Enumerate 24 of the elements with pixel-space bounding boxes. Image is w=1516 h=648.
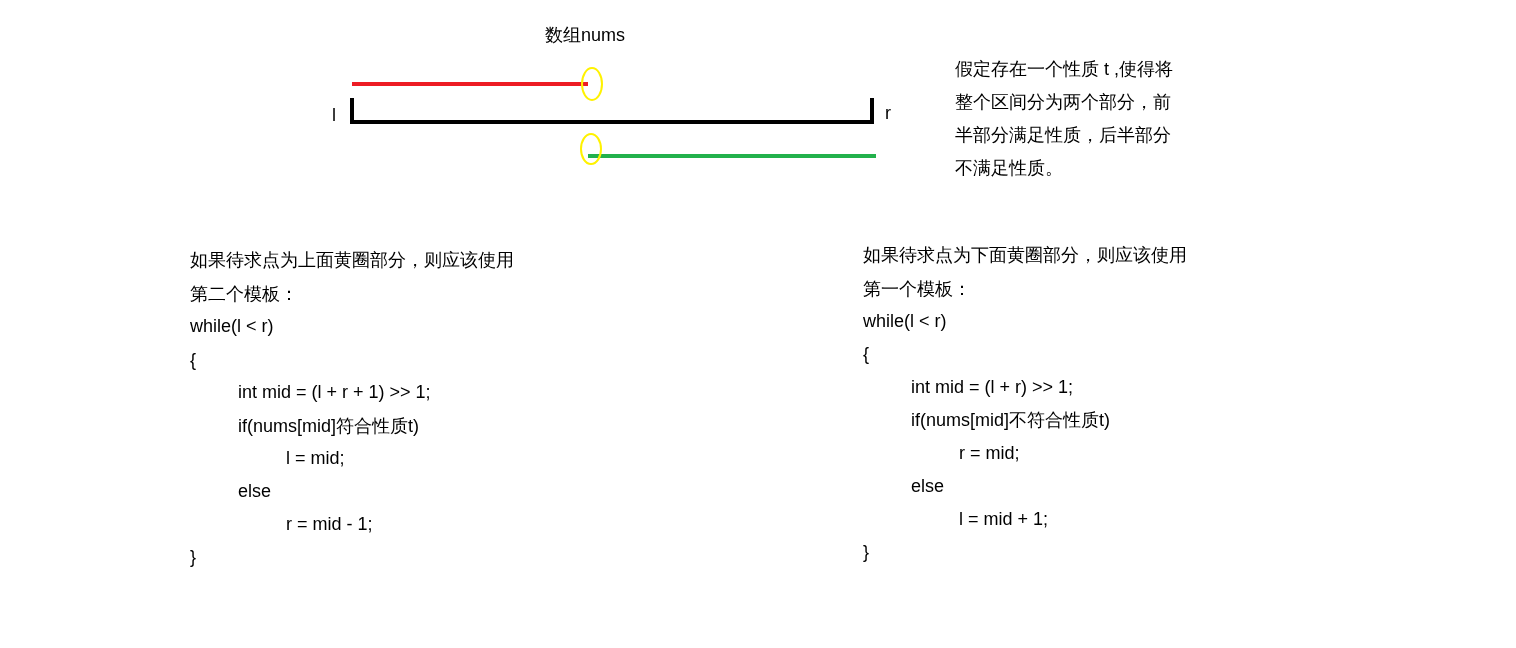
code-line: 第二个模板：	[190, 283, 298, 305]
code-line: }	[863, 541, 869, 563]
code-line: while(l < r)	[190, 315, 274, 337]
code-line: {	[190, 349, 196, 371]
code-line: int mid = (l + r) >> 1;	[911, 376, 1074, 398]
code-line: else	[238, 480, 272, 502]
note-text: 假定存在一个性质 t ,使得将整个区间分为两个部分，前半部分满足性质，后半部分不满足性质。	[955, 58, 1174, 180]
code-line: 如果待求点为上面黄圈部分，则应该使用	[190, 249, 514, 271]
code-line: {	[863, 343, 869, 365]
code-line: r = mid - 1;	[286, 513, 373, 535]
code-line: while(l < r)	[863, 310, 947, 332]
code-line: else	[911, 475, 945, 497]
code-line: }	[190, 546, 196, 568]
code-line: l = mid + 1;	[959, 508, 1049, 530]
code-line: l = mid;	[286, 447, 345, 469]
endpoint-label: r	[885, 102, 891, 124]
code-line: 如果待求点为下面黄圈部分，则应该使用	[863, 244, 1187, 266]
code-line: r = mid;	[959, 442, 1020, 464]
code-line: if(nums[mid]符合性质t)	[238, 415, 419, 437]
code-line: int mid = (l + r + 1) >> 1;	[238, 381, 431, 403]
code-line: 第一个模板：	[863, 278, 971, 300]
title: 数组nums	[545, 24, 625, 46]
code-line: if(nums[mid]不符合性质t)	[911, 409, 1110, 431]
endpoint-label: l	[332, 104, 336, 126]
